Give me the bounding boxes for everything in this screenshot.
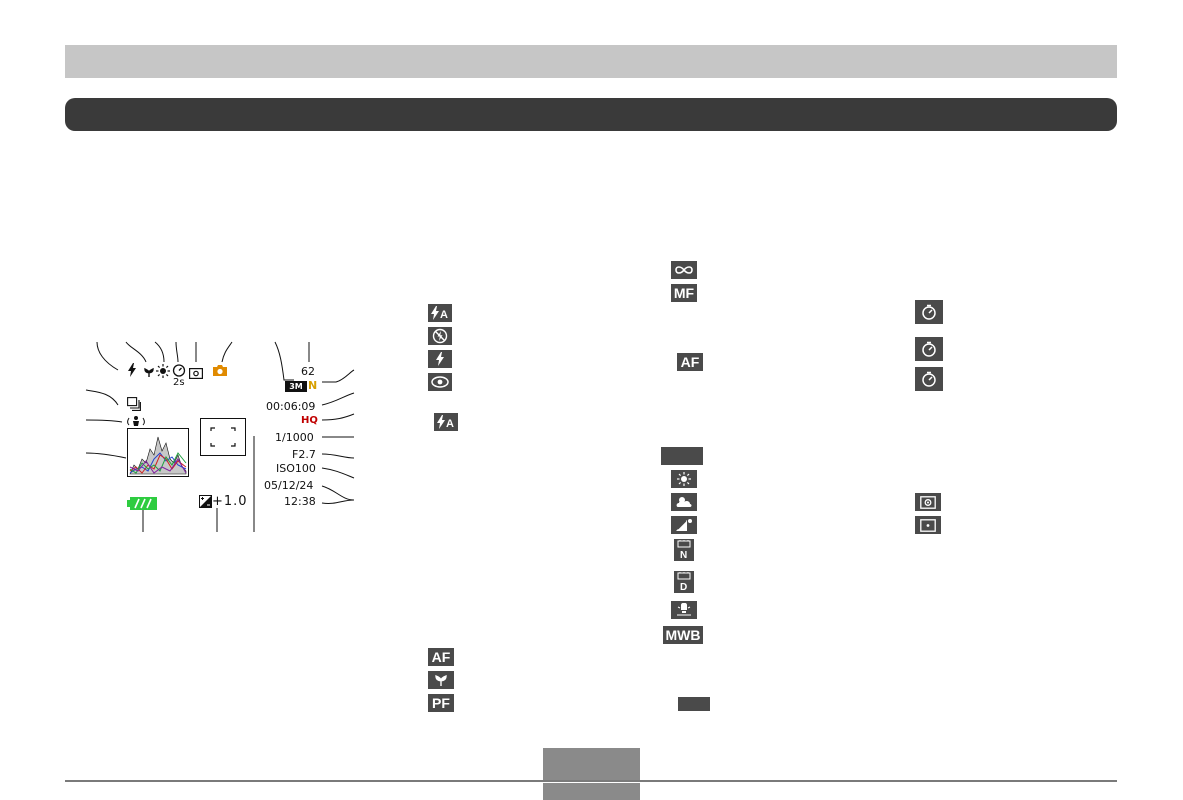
wb-manual-icon: MWB — [663, 626, 703, 644]
section-title-bar — [65, 98, 1117, 131]
self-timer-seconds: 2s — [173, 377, 185, 388]
page-number-box-lower — [543, 783, 640, 800]
focus-frame — [200, 418, 246, 456]
svg-text:N: N — [680, 550, 687, 560]
svg-text:A: A — [446, 418, 454, 429]
spot-metering-icon — [915, 516, 941, 534]
continuous-shutter-icon — [127, 397, 141, 416]
wb-shade-icon — [671, 516, 697, 534]
image-size-badge: 3M — [285, 381, 307, 392]
anti-shake-icon — [126, 414, 146, 432]
footer-rule — [65, 780, 1117, 782]
pan-focus-icon: PF — [428, 694, 454, 712]
date-display: 05/12/24 — [264, 479, 314, 492]
flash-on-icon — [428, 350, 452, 368]
red-eye-reduction-icon — [428, 373, 452, 391]
af-label-icon: AF — [428, 648, 454, 666]
iso-sensitivity: ISO100 — [276, 462, 316, 475]
svg-text:D: D — [680, 582, 687, 592]
recording-mode-camera-icon — [212, 364, 228, 382]
aperture-value: F2.7 — [292, 448, 316, 461]
blank-badge-icon — [678, 697, 710, 711]
movie-remaining-time: 00:06:09 — [266, 400, 316, 413]
shutter-speed: 1/1000 — [275, 431, 314, 444]
flash-icon — [127, 363, 137, 380]
image-quality: N — [308, 379, 318, 392]
manual-focus-icon: MF — [671, 284, 697, 302]
macro-icon — [143, 365, 155, 383]
center-weighted-metering-icon — [915, 493, 941, 511]
flash-auto-icon: A — [428, 304, 452, 322]
self-timer-2s-icon — [915, 337, 943, 361]
metering-icon — [189, 366, 204, 384]
header-band — [65, 45, 1117, 78]
time-display: 12:38 — [284, 495, 316, 508]
wb-fluorescent-n-icon: N — [674, 539, 694, 561]
flash-auto-single-icon: A — [434, 413, 458, 431]
remaining-shots: 62 — [301, 365, 315, 378]
self-timer-triple-icon — [915, 367, 943, 391]
movie-quality: HQ — [301, 415, 318, 426]
self-timer-icon — [172, 363, 186, 382]
macro-mode-icon — [428, 671, 454, 689]
histogram — [127, 428, 189, 477]
exposure-comp-value: +1.0 — [212, 494, 248, 509]
wb-cloudy-icon — [671, 493, 697, 511]
self-timer-10s-icon — [915, 300, 943, 324]
battery-indicator-icon — [127, 497, 157, 510]
auto-focus-icon: AF — [677, 353, 703, 371]
exposure-comp-icon — [199, 495, 212, 513]
awb-blank-icon — [661, 447, 703, 465]
wb-daylight-icon — [671, 470, 697, 488]
infinity-icon — [671, 261, 697, 279]
daylight-icon — [156, 364, 170, 383]
wb-fluorescent-d-icon: D — [674, 571, 694, 593]
page-number-box — [543, 748, 640, 780]
svg-text:A: A — [440, 309, 448, 320]
flash-off-icon — [428, 327, 452, 345]
wb-tungsten-icon — [671, 601, 697, 619]
